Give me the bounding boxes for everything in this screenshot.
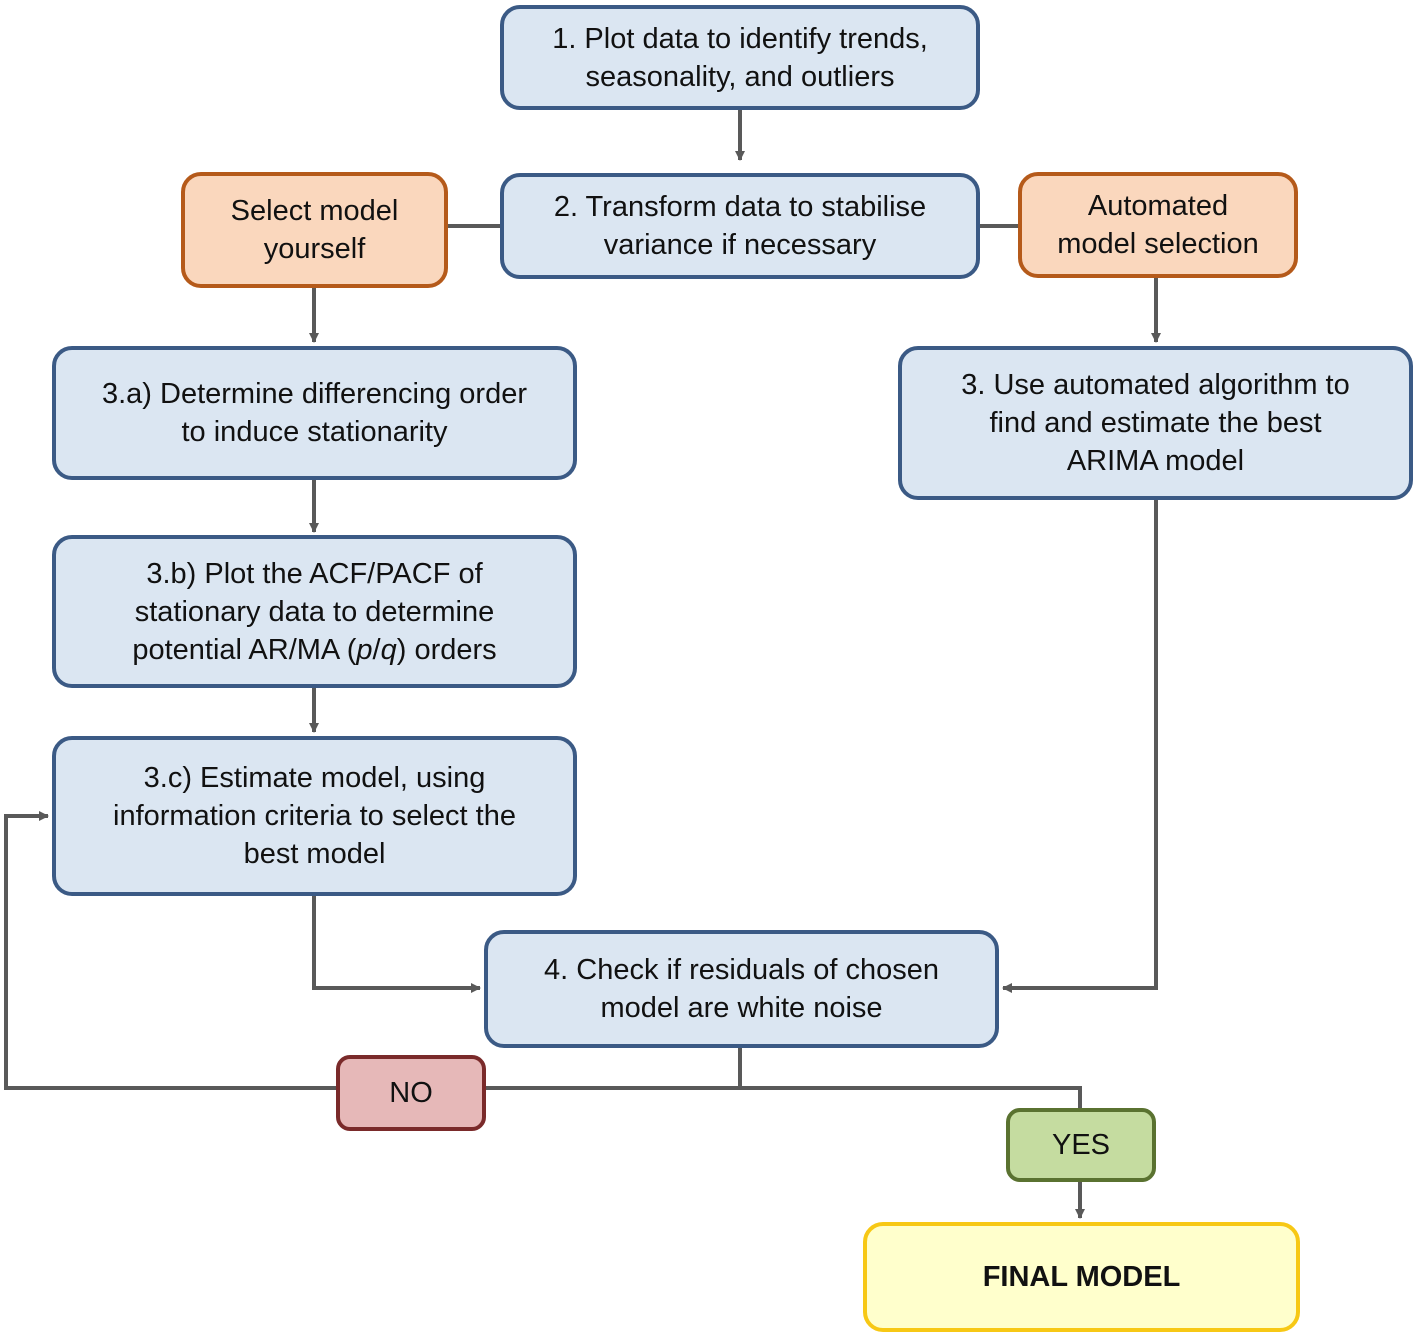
step3-automated-algorithm: 3. Use automated algorithm to find and e… (898, 346, 1413, 500)
no-label: NO (389, 1077, 433, 1109)
step3b-text-end: ) orders (396, 633, 497, 666)
auto-label: Automated model selection (1057, 190, 1259, 260)
step1-label: 1. Plot data to identify trends, seasona… (552, 22, 928, 93)
yes-label: YES (1051, 1129, 1111, 1161)
arrow-3auto-to-step4 (1002, 500, 1158, 993)
step3b-text-start: 3.b) Plot the ACF/PACF of stationary dat… (132, 557, 495, 666)
final-model: FINAL MODEL (863, 1222, 1300, 1332)
step3c-label: 3.c) Estimate model, using information c… (113, 762, 516, 870)
step3a-label: 3.a) Determine differencing order to ind… (101, 378, 528, 448)
step3b-acf-pacf: 3.b) Plot the ACF/PACF of stationary dat… (52, 535, 577, 688)
step3b-label: 3.b) Plot the ACF/PACF of stationary dat… (132, 555, 496, 669)
manual-label: Select model yourself (230, 195, 399, 265)
step3b-p: p (356, 633, 373, 666)
step2-transform-data: 2. Transform data to stabilise variance … (500, 173, 980, 279)
arrow-3c-to-step4 (312, 896, 481, 993)
yes-branch: YES (1006, 1108, 1156, 1182)
step4-label: 4. Check if residuals of chosen model ar… (544, 954, 939, 1024)
step1-plot-data: 1. Plot data to identify trends, seasona… (500, 5, 980, 110)
automated-model-selection: Automated model selection (1018, 172, 1298, 278)
no-branch: NO (336, 1055, 486, 1131)
step3a-differencing: 3.a) Determine differencing order to ind… (52, 346, 577, 480)
select-model-yourself: Select model yourself (181, 172, 448, 288)
step4-check-residuals: 4. Check if residuals of chosen model ar… (484, 930, 999, 1048)
step2-label: 2. Transform data to stabilise variance … (553, 191, 927, 261)
step3auto-label: 3. Use automated algorithm to find and e… (961, 369, 1350, 477)
arrow-no-loop (4, 811, 336, 1090)
step3b-q: q (380, 633, 397, 666)
step3b-slash: / (372, 633, 381, 666)
final-label: FINAL MODEL (982, 1261, 1181, 1293)
step3c-estimate-model: 3.c) Estimate model, using information c… (52, 736, 577, 896)
line-to-yes (486, 1086, 1082, 1108)
